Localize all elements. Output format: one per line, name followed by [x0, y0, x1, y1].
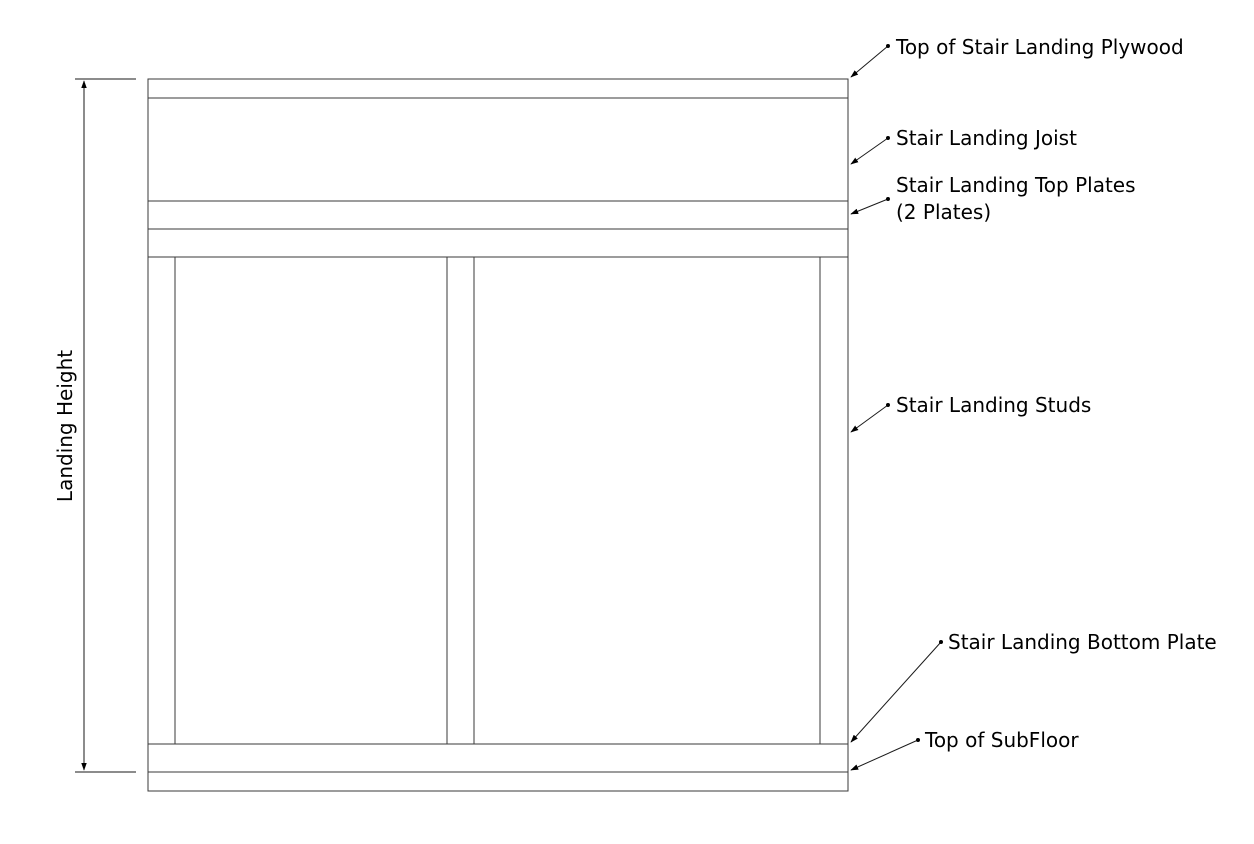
leader-subfloor: [850, 739, 919, 771]
leader-dot-joist: [886, 136, 890, 140]
label-plywood: Top of Stair Landing Plywood: [895, 35, 1184, 59]
dimension-label: Landing Height: [53, 350, 77, 502]
label-studs: Stair Landing Studs: [896, 393, 1091, 417]
leader-dot-top-plates: [886, 197, 890, 201]
label-bottom-plate: Stair Landing Bottom Plate: [948, 630, 1217, 654]
label-top-plates-line2: (2 Plates): [896, 200, 991, 224]
landing-frame-outline: [147, 78, 849, 792]
leader-top-plates: [850, 198, 889, 215]
leader-joist: [850, 137, 889, 165]
leader-studs: [850, 404, 889, 433]
label-subfloor: Top of SubFloor: [924, 728, 1079, 752]
label-top-plates-line1: Stair Landing Top Plates: [896, 173, 1136, 197]
leader-dot-studs: [886, 403, 890, 407]
leader-dot-plywood: [886, 44, 890, 48]
label-joist: Stair Landing Joist: [896, 126, 1077, 150]
leader-dot-subfloor: [916, 738, 920, 742]
leader-plywood: [850, 45, 889, 78]
leader-dot-bottom-plate: [939, 640, 943, 644]
leader-bottom-plate: [850, 641, 942, 743]
